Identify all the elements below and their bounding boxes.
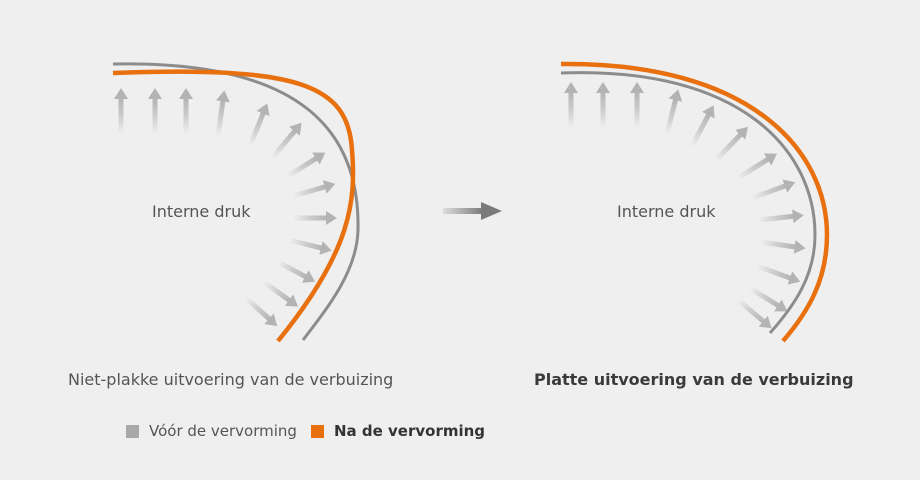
pressure-arrow (262, 279, 298, 307)
left-after-wall (112, 69, 356, 343)
pressure-arrow (756, 263, 801, 285)
right-after-wall (560, 61, 830, 343)
pressure-arrow (286, 152, 326, 179)
pressure-arrow (664, 89, 683, 135)
pressure-arrow (244, 296, 278, 327)
legend-after-swatch (311, 424, 324, 438)
pressure-arrow (215, 90, 230, 137)
pressure-arrow (292, 180, 336, 199)
pressure-arrow (757, 209, 804, 224)
pressure-arrow (736, 153, 778, 181)
left-center-label: Interne druk (152, 202, 251, 221)
pressure-arrow (293, 211, 337, 225)
transition-arrow (443, 202, 502, 220)
pressure-arrow (759, 239, 806, 254)
pressure-arrow (179, 88, 193, 134)
legend-before-swatch (126, 424, 139, 438)
pressure-arrow (748, 285, 788, 312)
pressure-arrow (736, 298, 772, 329)
legend-before: Vóór de vervorming (126, 422, 297, 440)
right-caption: Platte uitvoering van de verbuizing (534, 370, 854, 389)
legend-after-label: Na de vervorming (334, 422, 486, 440)
pressure-arrow (689, 105, 715, 148)
left-caption: Niet-plakke uitvoering van de verbuizing (68, 370, 394, 389)
pressure-arrow (564, 82, 578, 128)
pressure-arrow (288, 237, 332, 255)
pressure-arrow (148, 88, 162, 134)
pressure-arrow (270, 122, 302, 160)
pressure-arrow (630, 82, 644, 128)
pressure-arrow (276, 259, 316, 283)
left-pressure-arrows (114, 88, 337, 327)
right-pressure-arrows (564, 82, 806, 329)
pressure-arrow (596, 82, 610, 128)
pressure-arrow (751, 179, 796, 201)
right-center-label: Interne druk (617, 202, 716, 221)
legend-before-label: Vóór de vervorming (149, 422, 297, 440)
pressure-arrow (714, 126, 748, 162)
legend-after: Na de vervorming (311, 422, 485, 440)
right-before-wall (560, 71, 817, 334)
pressure-arrow (114, 88, 128, 134)
pressure-arrow (247, 103, 270, 147)
